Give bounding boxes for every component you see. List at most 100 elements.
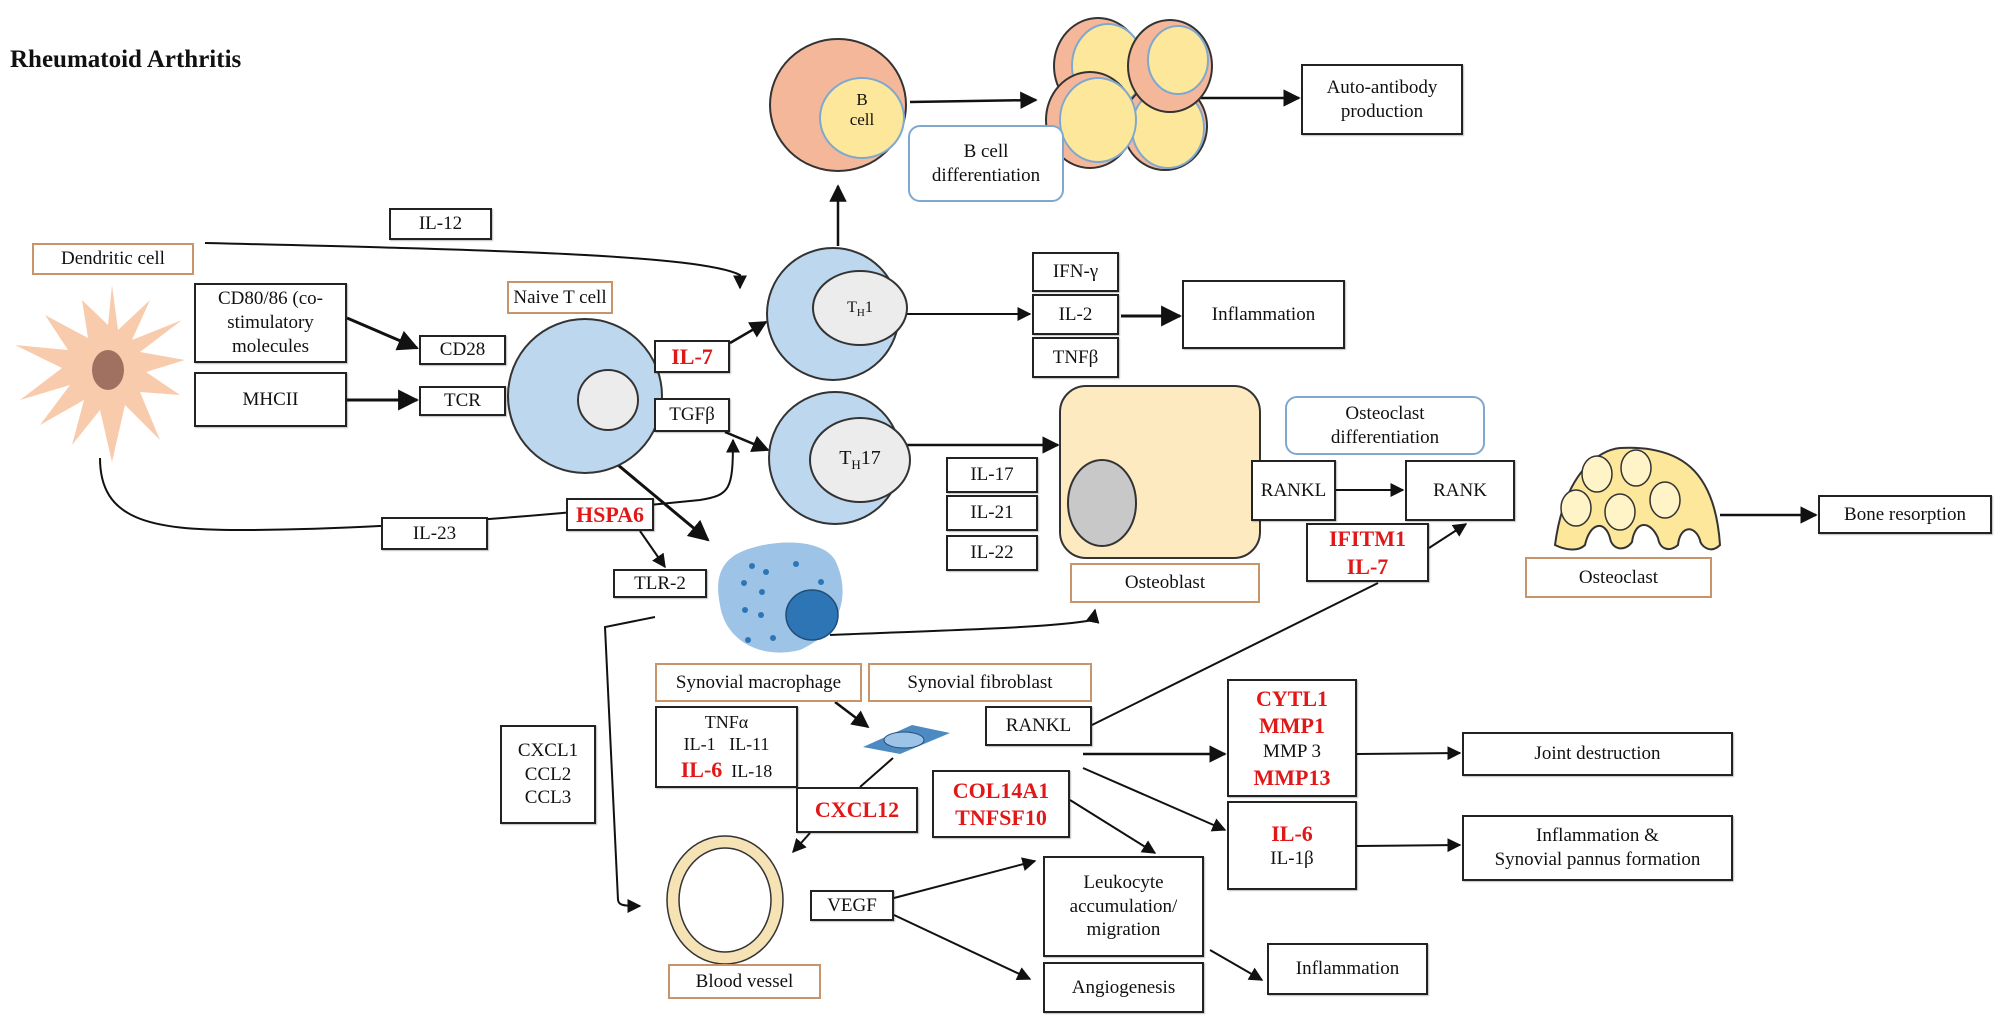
chemokine-box: CXCL1 CCL2 CCL3: [500, 725, 596, 824]
leukocyte-line1: Leukocyte: [1083, 871, 1164, 893]
il1b-text: IL-1β: [1270, 848, 1314, 870]
leukocyte-accumulation-box: Leukocyte accumulation/ migration: [1043, 856, 1204, 957]
pannus-line1: Inflammation &: [1536, 825, 1659, 847]
macrophage-cytokine-box: TNFα IL-1 IL-11 IL-6 IL-18: [655, 706, 798, 788]
leukocyte-line2: accumulation/: [1069, 895, 1178, 917]
arrow-vegf-leukocyte: [893, 857, 1037, 899]
inflammation-th1-box: Inflammation: [1182, 280, 1345, 349]
il17-box: IL-17: [946, 457, 1038, 493]
osteoblast-label: Osteoblast: [1070, 563, 1260, 603]
hspa6-gene-text: HSPA6: [575, 501, 645, 527]
il6-box-gene-text: IL-6: [1271, 820, 1313, 846]
arrow-naive-macrophage: [611, 458, 710, 542]
mmp1-gene-text: MMP1: [1259, 713, 1325, 739]
arrow-tgfb-th17: [724, 430, 770, 452]
synovial-fibroblast-icon: [863, 725, 950, 754]
osteoclast-cell-icon: [1553, 446, 1722, 551]
cd80-line3: molecules: [231, 335, 310, 357]
b-cell-text-line1: B: [856, 90, 868, 109]
il1-text: IL-1: [683, 734, 716, 755]
auto-antibody-production-box: Auto-antibody production: [1301, 64, 1463, 135]
arrow-hspa6-tlr2: [639, 530, 666, 569]
cxcl12-box: CXCL12: [796, 787, 918, 833]
ccl2-text: CCL2: [524, 763, 572, 785]
rankl-fibroblast-box: RANKL: [985, 706, 1092, 746]
b-cell-diff-line1: B cell: [963, 140, 1009, 162]
il12-box: IL-12: [389, 208, 492, 240]
b-cell-text-line2: cell: [849, 110, 875, 130]
arrow-fibro-rankl-rank: [1091, 524, 1466, 726]
arrow-macrophage-fibroblast: [834, 701, 870, 729]
ifng-box: IFN-γ: [1032, 252, 1119, 292]
th17-cell-icon: [768, 391, 911, 525]
ccl3-text: CCL3: [524, 787, 572, 809]
cd80-86-box: CD80/86 (co- stimulatory molecules: [194, 283, 347, 363]
il6-il18-row: IL-6 IL-18: [681, 756, 773, 784]
b-cell-icon: [769, 38, 907, 172]
mmp13-gene-text: MMP13: [1253, 764, 1331, 790]
il18-text: IL-18: [731, 760, 773, 781]
mmp-box: CYTL1 MMP1 MMP 3 MMP13: [1227, 679, 1357, 797]
bone-resorption-box: Bone resorption: [1818, 495, 1992, 534]
link-fibroblast-cxcl12: [859, 757, 894, 788]
cd80-line2: stimulatory: [227, 312, 314, 334]
arrow-fibroblast-il6: [1082, 767, 1227, 832]
dendritic-cell-icon: [15, 285, 185, 462]
leukocyte-line3: migration: [1086, 919, 1161, 941]
b-cell-text: B cell: [840, 90, 884, 131]
b-cell-differentiation-label: B cell differentiation: [908, 125, 1064, 202]
osteoclast-diff-line1: Osteoclast: [1345, 402, 1425, 424]
arrow-cd80-cd28: [346, 316, 419, 351]
tlr2-box: TLR-2: [613, 569, 707, 598]
il7-osteo-gene-text: IL-7: [1346, 553, 1389, 579]
arrow-col14a1-leukocyte: [1069, 799, 1157, 854]
mmp3-text: MMP 3: [1263, 740, 1321, 762]
il23-box: IL-23: [381, 517, 488, 550]
il1-il11-row: IL-1 IL-11: [684, 733, 770, 756]
ifitm1-il7-box: IFITM1 IL-7: [1306, 523, 1429, 582]
inflammation-vessel-box: Inflammation: [1267, 943, 1428, 995]
synovial-fibroblast-label: Synovial fibroblast: [868, 663, 1092, 702]
synovial-macrophage-label: Synovial macrophage: [655, 663, 862, 702]
il21-box: IL-21: [946, 495, 1038, 531]
osteoclast-diff-line2: differentiation: [1330, 426, 1440, 448]
arrow-il12: [204, 242, 747, 290]
arrow-mmp-joint: [1356, 746, 1462, 761]
cd80-line1: CD80/86 (co-: [217, 288, 323, 310]
arrow-tlr2-bloodvessel: [603, 616, 656, 913]
il6-il1b-box: IL-6 IL-1β: [1227, 801, 1357, 890]
arrow-il7-th1: [729, 320, 768, 345]
arrow-vegf-angiogenesis: [893, 914, 1032, 980]
vegf-box: VEGF: [810, 890, 894, 921]
pannus-line2: Synovial pannus formation: [1494, 849, 1701, 870]
synovial-macrophage-icon: [718, 542, 843, 653]
naive-t-cell-icon: [507, 318, 663, 474]
page-title: Rheumatoid Arthritis: [10, 46, 242, 73]
tnfsf10-gene-text: TNFSF10: [955, 805, 1047, 830]
dendritic-cell-label: Dendritic cell: [32, 243, 194, 275]
rank-box: RANK: [1405, 460, 1515, 521]
arrow-leukocyte-inflammation: [1209, 949, 1264, 981]
th1-cell-icon: [766, 247, 908, 381]
il6-gene-text: IL-6: [680, 756, 723, 782]
il7-gene-text: IL-7: [671, 343, 713, 369]
plasma-cell-cluster-icon: [1045, 17, 1213, 171]
arrow-macrophage-osteoblast: [829, 608, 1100, 636]
tgfb-box: TGFβ: [654, 398, 730, 432]
inflammation-pannus-box: Inflammation & Synovial pannus formation: [1462, 815, 1733, 881]
blood-vessel-icon: [666, 835, 784, 965]
tnfb-box: TNFβ: [1032, 337, 1119, 378]
joint-destruction-box: Joint destruction: [1462, 732, 1733, 776]
il22-box: IL-22: [946, 535, 1038, 571]
il11-text: IL-11: [729, 734, 770, 755]
naive-t-cell-label: Naive T cell: [507, 281, 613, 314]
cd28-box: CD28: [419, 335, 506, 365]
hspa6-box: HSPA6: [566, 498, 654, 531]
rankl-osteoblast-box: RANKL: [1251, 460, 1336, 521]
blood-vessel-label: Blood vessel: [668, 964, 821, 999]
osteoclast-label: Osteoclast: [1525, 557, 1712, 598]
cxcl12-gene-text: CXCL12: [814, 797, 900, 823]
auto-antibody-line2: production: [1340, 100, 1424, 122]
